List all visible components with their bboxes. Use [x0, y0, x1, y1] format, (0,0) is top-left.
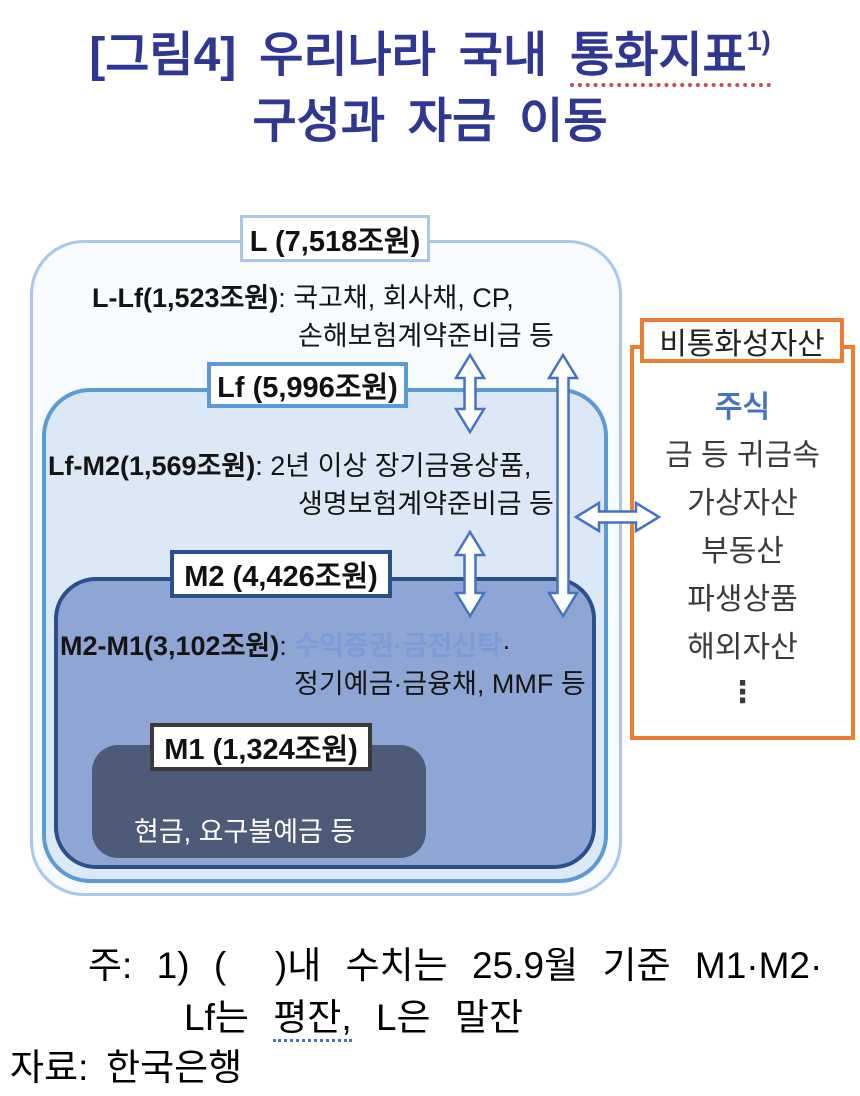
note-underlined-term: 평잔, — [273, 997, 352, 1042]
side-box-item: 금 등 귀금속 — [665, 439, 820, 472]
title-underlined-term: 통화지표1) — [570, 26, 771, 87]
side-box-item: ⋮ — [727, 676, 758, 709]
source-line: 자료: 한국은행 — [10, 1047, 243, 1088]
l-lf-item-text: L-Lf(1,523조원): 국고채, 회사채, CP, 손해보험계약준비금 등 — [92, 283, 554, 351]
m2-m1-highlight-text: 수익증권·금전신탁 — [294, 631, 502, 661]
nonmonetary-assets-box — [630, 345, 855, 740]
m2-m1-item-text: M2-M1(3,102조원): 수익증권·금전신탁· 정기예금·금융채, MMF… — [60, 627, 586, 703]
m2-label-box: M2 (4,426조원) — [170, 550, 392, 598]
title-line2: 구성과 자금 이동 — [252, 95, 608, 148]
side-box-item: 주식 — [714, 391, 771, 424]
nonmonetary-assets-label-box: 비통화성자산 — [640, 318, 844, 363]
title-line1-prefix: [그림4] 우리나라 국내 — [89, 29, 571, 82]
note-line2: Lf는 평잔, L은 말잔 — [184, 994, 523, 1042]
l-label-box: L (7,518조원) — [240, 215, 430, 262]
lf-m2-item-text: Lf-M2(1,569조원): 2년 이상 장기금융상품, 생명보험계약준비금 … — [48, 451, 554, 519]
side-box-item: 해외자산 — [687, 631, 798, 664]
title-line1: [그림4] 우리나라 국내 통화지표1) — [0, 12, 860, 89]
figure-title: [그림4] 우리나라 국내 통화지표1) 구성과 자금 이동 — [0, 12, 860, 155]
m1-label-box: M1 (1,324조원) — [150, 723, 372, 771]
note-line1: 주: 1) ( )내 수치는 25.9월 기준 M1·M2· — [88, 945, 823, 986]
lf-label-box: Lf (5,996조원) — [207, 362, 408, 408]
side-box-item: 파생상품 — [687, 583, 798, 616]
m1-content-text: 현금, 요구불예금 등 — [134, 817, 356, 847]
side-box-item: 부동산 — [701, 535, 784, 568]
side-box-item: 가상자산 — [687, 487, 798, 520]
footnote-marker: 1) — [746, 26, 771, 56]
